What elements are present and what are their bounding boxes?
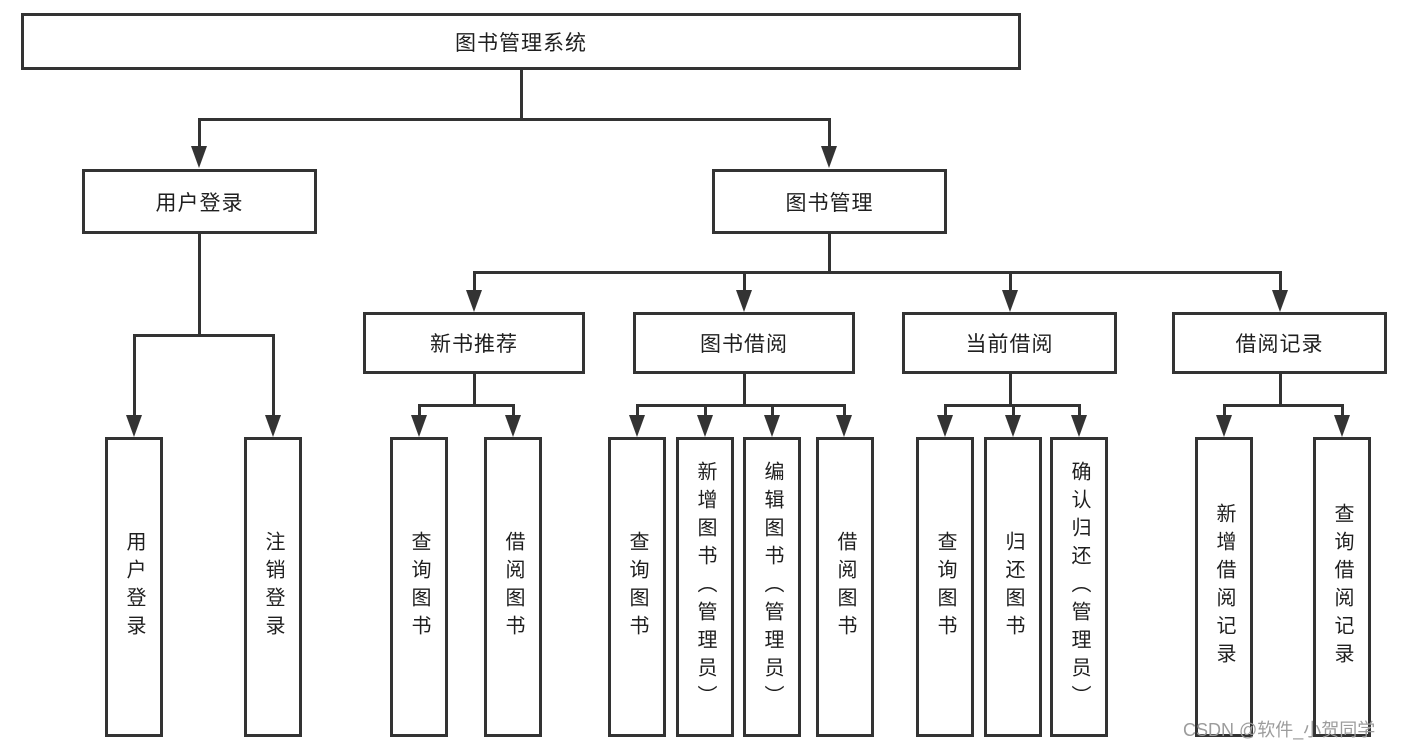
arrow-down-icon	[466, 290, 482, 312]
node-library-system: 图书管理系统	[21, 13, 1021, 70]
leaf-user-login: 用户登录	[105, 437, 163, 737]
arrow-down-icon	[505, 415, 521, 437]
leaf-bb-edit-books-admin: 编辑图书（管理员）	[743, 437, 801, 737]
arrow-down-icon	[629, 415, 645, 437]
connector-line	[1223, 404, 1343, 407]
node-book-borrowing: 图书借阅	[633, 312, 855, 374]
node-current-borrowing-label: 当前借阅	[965, 333, 1054, 356]
leaf-br-query-borrow-record: 查询借阅记录	[1313, 437, 1371, 737]
connector-line	[1009, 374, 1012, 407]
leaf-label: 注销登录	[262, 531, 284, 643]
connector-line	[512, 404, 515, 418]
connector-line	[198, 118, 831, 121]
leaf-logout: 注销登录	[244, 437, 302, 737]
connector-line	[636, 404, 639, 418]
connector-line	[1078, 404, 1081, 418]
arrow-down-icon	[1005, 415, 1021, 437]
connector-line	[133, 334, 136, 418]
connector-line	[473, 271, 476, 295]
arrow-down-icon	[1334, 415, 1350, 437]
connector-line	[473, 374, 476, 407]
leaf-cb-return-books: 归还图书	[984, 437, 1042, 737]
leaf-bb-add-books-admin: 新增图书（管理员）	[676, 437, 734, 737]
leaf-nb-query-books: 查询图书	[390, 437, 448, 737]
connector-line	[944, 404, 947, 418]
connector-line	[771, 404, 774, 418]
arrow-down-icon	[1002, 290, 1018, 312]
node-new-book-recommend-label: 新书推荐	[430, 333, 518, 356]
leaf-label: 借阅图书	[502, 531, 524, 643]
node-library-system-label: 图书管理系统	[455, 31, 587, 55]
arrow-down-icon	[191, 146, 207, 168]
connector-line	[1341, 404, 1344, 418]
connector-line	[743, 271, 746, 295]
leaf-cb-query-books: 查询图书	[916, 437, 974, 737]
connector-line	[1009, 271, 1012, 295]
arrow-down-icon	[1071, 415, 1087, 437]
connector-line	[1012, 404, 1015, 418]
connector-line	[743, 374, 746, 407]
connector-line	[1279, 271, 1282, 295]
leaf-label: 用户登录	[123, 531, 145, 643]
connector-line	[133, 334, 275, 337]
leaf-label: 查询图书	[626, 531, 648, 643]
node-user-login: 用户登录	[82, 169, 317, 234]
leaf-label: 查询借阅记录	[1331, 503, 1353, 671]
leaf-cb-confirm-return-admin: 确认归还（管理员）	[1050, 437, 1108, 737]
node-book-management: 图书管理	[712, 169, 947, 234]
connector-line	[843, 404, 846, 418]
node-borrowing-records: 借阅记录	[1172, 312, 1387, 374]
leaf-label: 查询图书	[934, 531, 956, 643]
leaf-label: 确认归还（管理员）	[1068, 461, 1090, 713]
node-book-borrowing-label: 图书借阅	[700, 333, 788, 356]
arrow-down-icon	[836, 415, 852, 437]
node-borrowing-records-label: 借阅记录	[1235, 333, 1324, 356]
node-current-borrowing: 当前借阅	[902, 312, 1117, 374]
leaf-label: 新增借阅记录	[1213, 503, 1235, 671]
connector-line	[828, 234, 831, 274]
arrow-down-icon	[265, 415, 281, 437]
arrow-down-icon	[937, 415, 953, 437]
connector-line	[704, 404, 707, 418]
leaf-label: 归还图书	[1002, 531, 1024, 643]
connector-line	[418, 404, 515, 407]
arrow-down-icon	[1216, 415, 1232, 437]
connector-line	[1279, 374, 1282, 407]
connector-line	[418, 404, 421, 418]
connector-line	[198, 234, 201, 337]
node-user-login-label: 用户登录	[155, 191, 244, 215]
leaf-label: 新增图书（管理员）	[694, 461, 716, 713]
leaf-bb-query-books: 查询图书	[608, 437, 666, 737]
connector-line	[636, 404, 846, 407]
arrow-down-icon	[736, 290, 752, 312]
connector-line	[272, 334, 275, 418]
leaf-label: 借阅图书	[834, 531, 856, 643]
leaf-bb-borrow-books: 借阅图书	[816, 437, 874, 737]
leaf-br-add-borrow-record: 新增借阅记录	[1195, 437, 1253, 737]
connector-line	[473, 271, 1282, 274]
leaf-label: 编辑图书（管理员）	[761, 461, 783, 713]
connector-line	[828, 118, 831, 150]
arrow-down-icon	[697, 415, 713, 437]
node-book-management-label: 图书管理	[785, 191, 874, 215]
arrow-down-icon	[764, 415, 780, 437]
node-new-book-recommend: 新书推荐	[363, 312, 585, 374]
arrow-down-icon	[411, 415, 427, 437]
csdn-watermark: CSDN @软件_小贺同学	[1183, 720, 1376, 740]
connector-line	[198, 118, 201, 150]
arrow-down-icon	[821, 146, 837, 168]
arrow-down-icon	[126, 415, 142, 437]
connector-line	[520, 69, 523, 120]
leaf-label: 查询图书	[408, 531, 430, 643]
connector-line	[1223, 404, 1226, 418]
leaf-nb-borrow-books: 借阅图书	[484, 437, 542, 737]
arrow-down-icon	[1272, 290, 1288, 312]
